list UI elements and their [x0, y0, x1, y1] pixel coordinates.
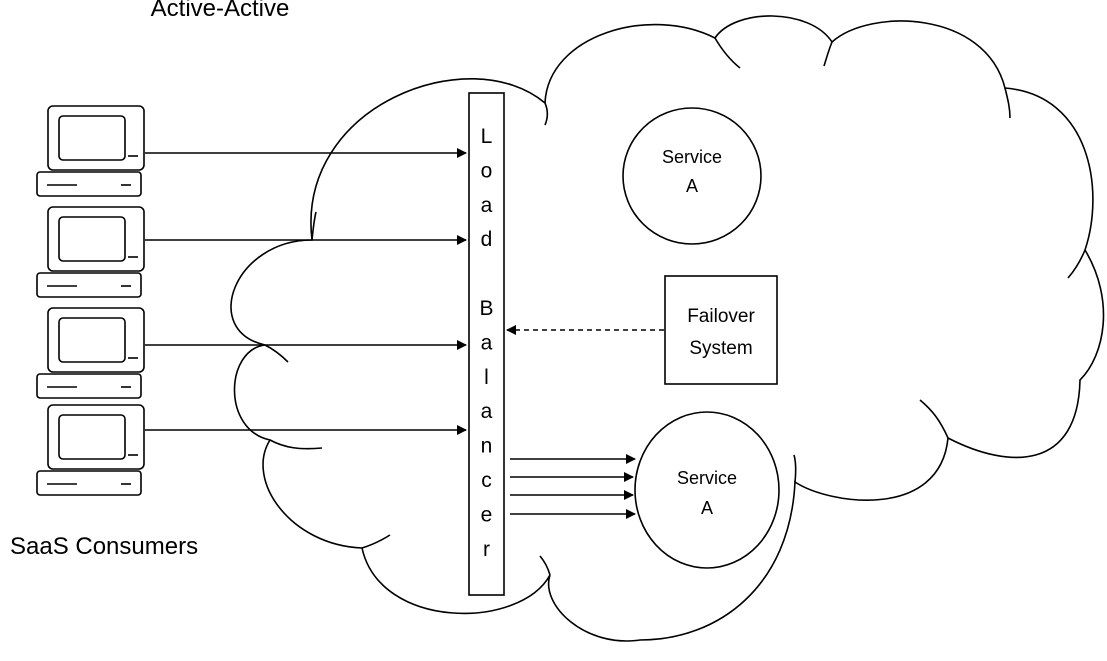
load-balancer-letter: a [481, 194, 493, 217]
load-balancer-box [468, 92, 505, 596]
failover-line2: System [689, 338, 752, 359]
desktop-computer-icon [36, 404, 145, 496]
cloud-crease [919, 399, 949, 439]
load-balancer-letter: B [479, 297, 493, 320]
desktop-computer-icon [36, 105, 145, 197]
service-a-bottom-line2: A [701, 498, 713, 518]
load-balancer-letter: d [481, 228, 493, 251]
load-balancer-letter: r [483, 538, 490, 561]
load-balancer-letter: c [481, 469, 492, 492]
cloud-crease [361, 534, 391, 549]
consumers-label: SaaS Consumers [10, 533, 198, 560]
load-balancer-letter: o [481, 159, 493, 182]
consumer-computer-3 [36, 307, 145, 399]
service-a-top-line2: A [686, 176, 698, 196]
load-balancer-letter: l [484, 366, 489, 389]
desktop-computer-icon [36, 307, 145, 399]
service-a-top [622, 107, 762, 245]
failover-line1: Failover [687, 306, 755, 327]
service-a-bottom-line1: Service [677, 468, 737, 488]
diagram-title: Active-Active [151, 0, 290, 22]
cloud-crease [264, 344, 289, 363]
load-balancer-letter: e [481, 503, 493, 526]
cloud-crease [311, 211, 317, 241]
load-balancer-letter: a [481, 400, 493, 423]
cloud-crease [269, 439, 323, 450]
cloud-crease [1004, 87, 1011, 119]
cloud-crease [1067, 249, 1086, 279]
consumer-computer-4 [36, 404, 145, 496]
load-balancer-letter: a [481, 331, 493, 354]
cloud-crease [793, 454, 797, 483]
cloud-shape [230, 15, 1105, 642]
service-a-top-line1: Service [662, 147, 722, 167]
consumer-computer-1 [36, 105, 145, 197]
cloud-crease [823, 41, 833, 67]
cloud-crease [544, 102, 549, 126]
failover-system-box [664, 275, 778, 385]
cloud-crease [714, 37, 741, 69]
service-a-bottom [634, 411, 780, 569]
consumer-computer-2 [36, 206, 145, 298]
load-balancer-letter: n [481, 435, 493, 458]
load-balancer-letter: L [481, 125, 493, 148]
desktop-computer-icon [36, 206, 145, 298]
cloud-crease [539, 555, 551, 576]
